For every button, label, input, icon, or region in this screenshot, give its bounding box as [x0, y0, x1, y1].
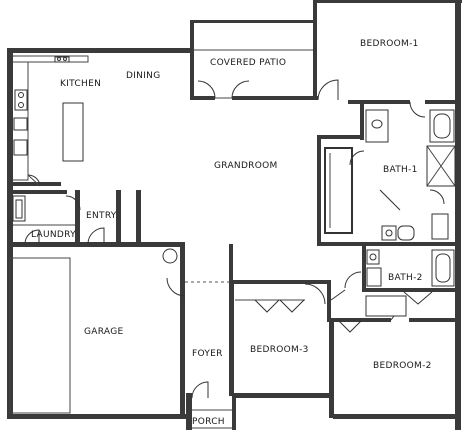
label-covered-patio: COVERED PATIO — [210, 58, 286, 68]
label-bedroom-1: BEDROOM-1 — [360, 39, 419, 49]
label-bedroom-3: BEDROOM-3 — [250, 345, 309, 355]
bath2-fixtures — [344, 249, 455, 289]
exterior-walls — [7, 0, 462, 430]
label-porch: PORCH — [192, 417, 225, 427]
room-labels: BEDROOM-1 COVERED PATIO KITCHEN DINING G… — [31, 39, 432, 427]
interior-walls — [7, 96, 457, 396]
label-entry: ENTRY — [86, 211, 117, 221]
label-bedroom-2: BEDROOM-2 — [373, 361, 432, 371]
bath1-fixtures — [324, 147, 449, 241]
label-bath-2: BATH-2 — [388, 273, 423, 283]
patio-door — [194, 49, 313, 99]
bedroom-doors — [235, 283, 433, 333]
label-laundry: LAUNDRY — [31, 230, 76, 240]
label-kitchen: KITCHEN — [60, 79, 101, 89]
bedroom1-fixtures — [317, 79, 456, 187]
label-dining: DINING — [126, 71, 160, 81]
garage-foyer-porch — [9, 248, 232, 429]
laundry-entry-fixtures — [12, 195, 105, 245]
label-foyer: FOYER — [192, 349, 223, 359]
label-bath-1: BATH-1 — [383, 165, 418, 175]
kitchen-fixtures — [13, 55, 89, 187]
label-garage: GARAGE — [84, 327, 123, 337]
label-grandroom: GRANDROOM — [214, 161, 278, 171]
